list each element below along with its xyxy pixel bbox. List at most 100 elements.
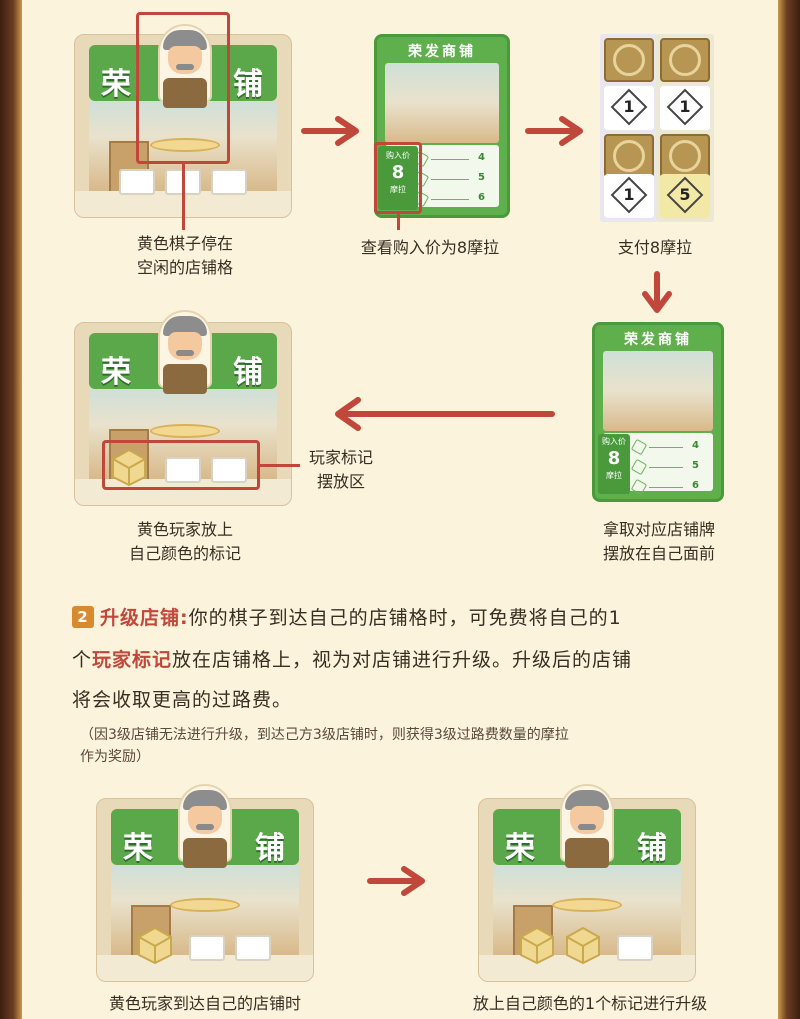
toll-tier-3: 6 xyxy=(412,190,493,208)
card-illustration xyxy=(385,63,499,143)
mora-value: 1 xyxy=(679,97,691,116)
hex-icon xyxy=(630,478,648,496)
upgrade-caption-right: 放上自己颜色的1个标记进行升级 xyxy=(472,994,708,1013)
right-arrow-icon xyxy=(367,866,425,896)
yellow-marker-cube-icon xyxy=(138,926,172,965)
player-marker-highlight: 玩家标记 xyxy=(92,649,173,671)
mora-column-left: 1 1 xyxy=(600,34,658,222)
yellow-marker-cube-icon xyxy=(566,926,600,965)
mora-value: 5 xyxy=(679,185,691,204)
marker-slot xyxy=(211,169,247,195)
yellow-pawn xyxy=(146,16,224,156)
shop-tile-step1: 荣 铺 xyxy=(74,34,292,218)
price-box: 购入价 8 摩拉 xyxy=(378,146,418,210)
mora-coin: 1 xyxy=(604,174,654,218)
down-arrow-icon xyxy=(642,271,672,313)
pawn-coat xyxy=(183,838,227,868)
card-title: 荣发商铺 xyxy=(408,44,476,60)
tile-banner-left: 荣 xyxy=(123,831,161,866)
marker-slot xyxy=(211,457,247,483)
marker-slot xyxy=(235,935,271,961)
right-arrow-icon xyxy=(301,116,359,146)
price-value: 8 xyxy=(391,162,405,183)
pawn-mustache xyxy=(176,350,194,356)
yellow-pawn xyxy=(548,776,626,916)
toll-tier-2: 5 xyxy=(630,458,707,476)
mora-back-icon xyxy=(604,38,654,82)
tile-footer xyxy=(75,479,291,505)
marker-slot xyxy=(165,457,201,483)
step1-caption-line1: 黄色棋子停在 xyxy=(136,234,233,253)
mora-coin: 1 xyxy=(604,86,654,130)
yellow-marker-cube-icon xyxy=(520,926,554,965)
tile-banner-right: 铺 xyxy=(255,831,293,866)
step1-caption-line2: 空闲的店铺格 xyxy=(136,258,233,277)
pawn-coat xyxy=(565,838,609,868)
pawn-mustache xyxy=(196,824,214,830)
mora-column-right: 1 5 xyxy=(656,34,714,222)
price-value: 8 xyxy=(607,448,621,469)
left-arrow-icon xyxy=(335,397,555,431)
toll-value: 5 xyxy=(478,172,485,183)
tile-banner-right: 铺 xyxy=(233,67,271,102)
step1-caption: 黄色棋子停在 空闲的店铺格 xyxy=(100,232,270,280)
toll-tier-1: 4 xyxy=(412,150,493,168)
toll-tier-2: 5 xyxy=(412,170,493,188)
yellow-marker-cube-icon xyxy=(112,448,146,487)
section2-note: （因3级店铺无法进行升级，到达己方3级店铺时，则获得3级过路费数量的摩拉 作为奖… xyxy=(80,724,569,768)
step4-caption: 拿取对应店铺牌 摆放在自己面前 xyxy=(574,518,744,566)
mora-coin: 1 xyxy=(660,86,710,130)
step4-caption-line2: 摆放在自己面前 xyxy=(602,544,715,563)
price-label: 购入价 xyxy=(386,151,410,160)
tile-banner-left: 荣 xyxy=(101,355,139,390)
hex-icon xyxy=(630,438,648,456)
step5-caption-line2: 自己颜色的标记 xyxy=(128,544,241,563)
section2-text2-post: 放在店铺格上，视为对店铺进行升级。升级后的店铺 xyxy=(172,649,633,671)
pawn-base xyxy=(150,424,220,438)
mora-back-icon xyxy=(660,38,710,82)
note-line2: 作为奖励） xyxy=(80,749,150,765)
hex-icon xyxy=(630,458,648,476)
marker-slot xyxy=(189,935,225,961)
mora-value: 1 xyxy=(623,185,635,204)
marker-slot xyxy=(119,169,155,195)
right-frame-border xyxy=(778,0,800,1019)
section-title: 升级店铺: xyxy=(100,607,189,629)
marker-slot xyxy=(617,935,653,961)
marker-zone-line1: 玩家标记 xyxy=(308,448,373,467)
pawn-coat xyxy=(163,78,207,108)
step5-caption: 黄色玩家放上 自己颜色的标记 xyxy=(100,518,270,566)
tile-banner-right: 铺 xyxy=(637,831,675,866)
pawn-hair xyxy=(183,790,227,810)
section2-text2-pre: 个 xyxy=(72,649,93,671)
pawn-hair xyxy=(163,30,207,50)
left-frame-border xyxy=(0,0,22,1019)
pawn-mustache xyxy=(578,824,596,830)
price-unit: 摩拉 xyxy=(390,185,406,194)
step5-caption-line1: 黄色玩家放上 xyxy=(136,520,233,539)
marker-zone-line2: 摆放区 xyxy=(316,472,365,491)
step3-caption: 支付8摩拉 xyxy=(617,238,693,257)
mora-back-icon xyxy=(660,134,710,178)
price-box: 购入价 8 摩拉 xyxy=(598,434,630,494)
pawn-base xyxy=(150,138,220,152)
highlight-connector xyxy=(182,164,185,230)
highlight-price-box xyxy=(374,142,422,214)
right-arrow-icon xyxy=(525,116,583,146)
mora-value: 1 xyxy=(623,97,635,116)
pawn-base xyxy=(552,898,622,912)
card-illustration xyxy=(603,351,713,431)
pawn-hair xyxy=(565,790,609,810)
highlight-connector xyxy=(397,214,400,230)
section2-line3: 将会收取更高的过路费。 xyxy=(72,689,293,711)
note-line1: （因3级店铺无法进行升级，到达己方3级店铺时，则获得3级过路费数量的摩拉 xyxy=(80,727,569,743)
price-unit: 摩拉 xyxy=(606,471,622,480)
pawn-base xyxy=(170,898,240,912)
tile-banner-right: 铺 xyxy=(233,355,271,390)
price-label: 购入价 xyxy=(602,437,626,446)
section-number-badge: 2 xyxy=(72,606,94,628)
pawn-hair xyxy=(163,316,207,336)
toll-tier-3: 6 xyxy=(630,478,707,496)
tile-banner-left: 荣 xyxy=(505,831,543,866)
